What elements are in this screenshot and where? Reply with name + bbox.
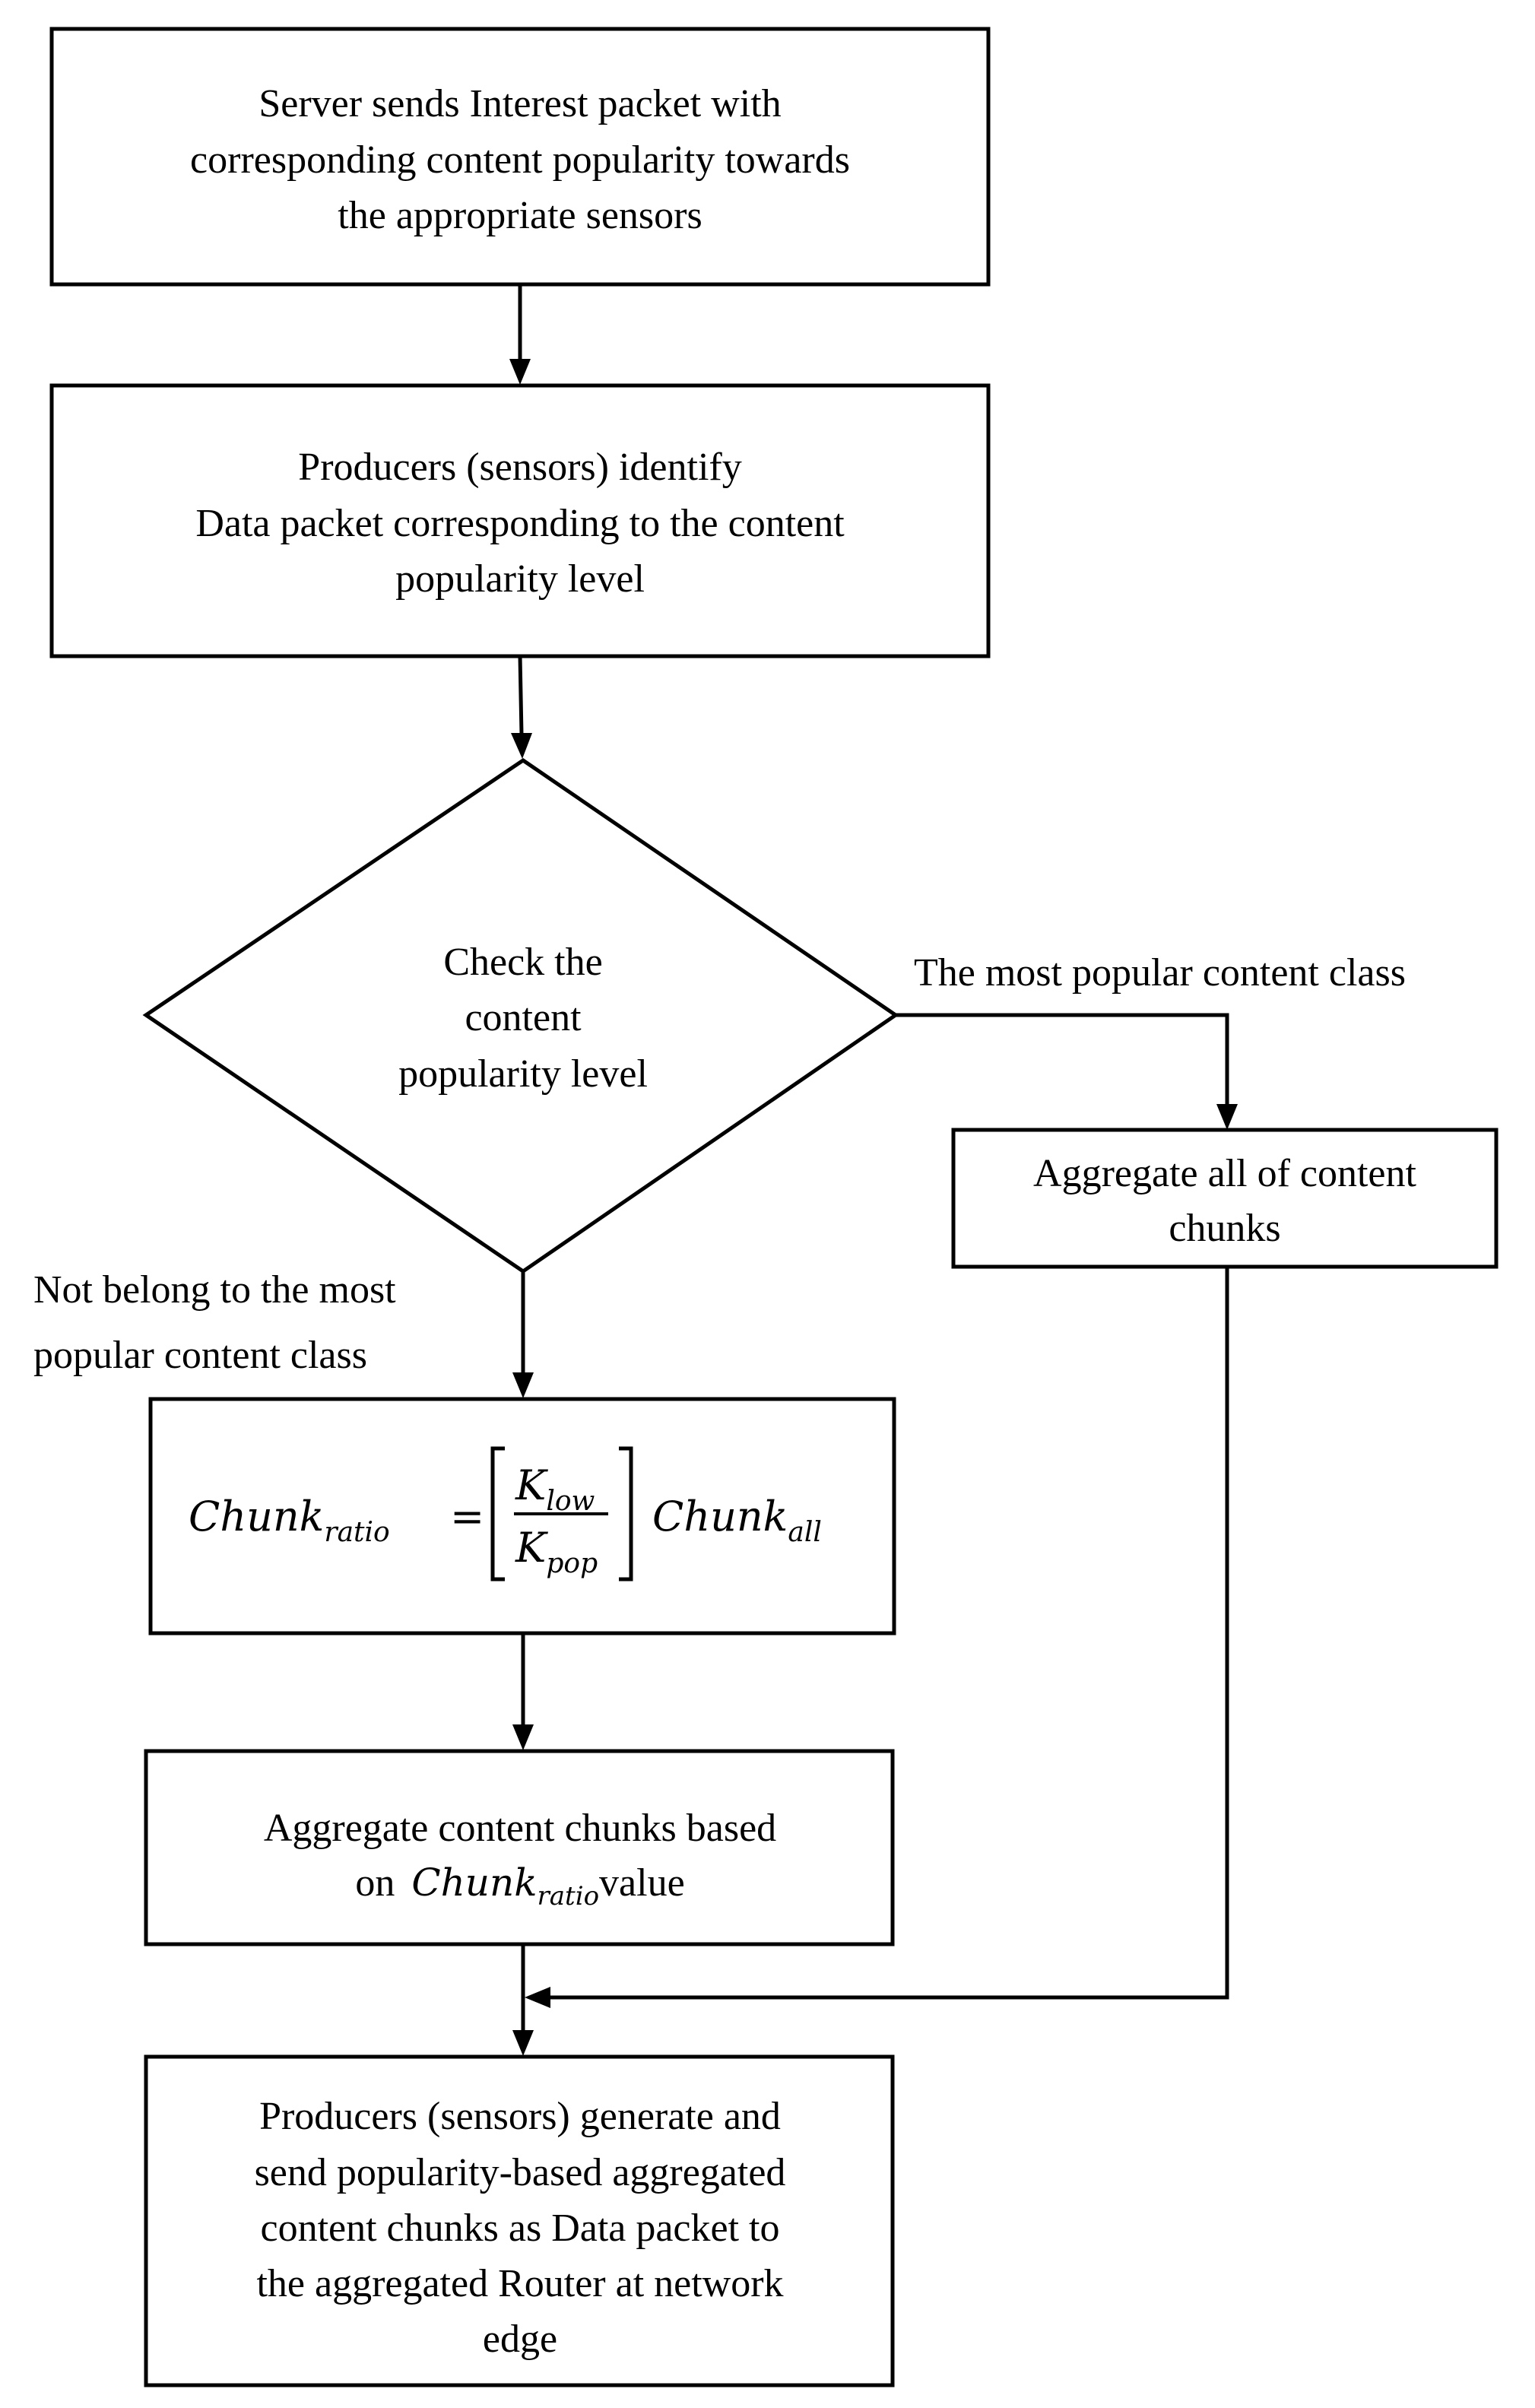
formula-lhs: Chunkratio bbox=[189, 1493, 390, 1548]
edge-formula-to-aggregate-ratio bbox=[512, 1633, 534, 1750]
node-aggregate-ratio-line-2: on Chunkratiovalue bbox=[355, 1861, 684, 1911]
formula-denominator-sub: pop bbox=[546, 1548, 598, 1579]
node-aggregate-all-line-1: Aggregate all of content bbox=[1033, 1152, 1416, 1195]
node-check-popularity: Check the content popularity level bbox=[142, 757, 899, 1274]
node-send-interest-line-3: the appropriate sensors bbox=[338, 194, 702, 237]
edge-check-to-formula: Not belong to the most popular content c… bbox=[33, 1268, 534, 1398]
formula-denominator-base: K bbox=[515, 1524, 548, 1572]
formula-rhs-base: Chunk bbox=[652, 1493, 788, 1540]
node-send-interest: Server sends Interest packet with corres… bbox=[49, 27, 991, 287]
edge-aggregate-all-to-merge bbox=[525, 1267, 1229, 2008]
formula-denominator: Kpop bbox=[515, 1524, 598, 1579]
node-generate-send-line-2: send popularity-based aggregated bbox=[255, 2151, 786, 2194]
node-aggregate-ratio: Aggregate content chunks based on Chunkra… bbox=[144, 1749, 895, 1946]
edge-label-not-most-popular-line-1: Not belong to the most bbox=[33, 1268, 396, 1312]
node-generate-send-line-5: edge bbox=[483, 2318, 557, 2361]
formula-rhs: Chunkall bbox=[652, 1493, 822, 1548]
aggregate-ratio-math-base: Chunk bbox=[411, 1861, 537, 1905]
edge-label-not-most-popular-line-2: popular content class bbox=[33, 1334, 367, 1377]
edge-check-to-aggregate-all: The most popular content class bbox=[896, 951, 1406, 1130]
edge-send-to-identify bbox=[509, 284, 531, 385]
aggregate-ratio-math-sub: ratio bbox=[538, 1881, 600, 1911]
formula-left-bracket bbox=[490, 1446, 505, 1582]
node-identify-data-line-2: Data packet corresponding to the content bbox=[195, 502, 845, 545]
formula-numerator-sub: low bbox=[546, 1486, 595, 1517]
node-identify-data-line-3: popularity level bbox=[395, 557, 645, 601]
aggregate-ratio-prefix: on bbox=[355, 1861, 395, 1905]
node-aggregate-all-line-2: chunks bbox=[1169, 1207, 1280, 1250]
node-identify-data-line-1: Producers (sensors) identify bbox=[298, 446, 741, 489]
node-aggregate-all: Aggregate all of content chunks bbox=[951, 1128, 1499, 1269]
formula-equals: = bbox=[450, 1493, 484, 1540]
node-identify-data: Producers (sensors) identify Data packet… bbox=[49, 383, 991, 658]
formula-numerator: Klow bbox=[515, 1461, 595, 1517]
edge-aggregate-ratio-to-generate bbox=[512, 1944, 534, 2056]
node-generate-send: Producers (sensors) generate and send po… bbox=[144, 2054, 895, 2387]
node-chunk-formula: Chunkratio = Klow Kpop Chunkall bbox=[148, 1397, 896, 1635]
node-check-popularity-line-1: Check the bbox=[443, 941, 602, 984]
node-aggregate-ratio-line-1: Aggregate content chunks based bbox=[264, 1807, 776, 1850]
node-generate-send-line-3: content chunks as Data packet to bbox=[261, 2207, 780, 2250]
formula-rhs-sub: all bbox=[788, 1517, 822, 1548]
node-generate-send-line-1: Producers (sensors) generate and bbox=[259, 2095, 781, 2138]
edge-identify-to-check bbox=[511, 655, 532, 759]
node-send-interest-line-1: Server sends Interest packet with bbox=[258, 82, 781, 125]
node-generate-send-line-4: the aggregated Router at network bbox=[256, 2262, 783, 2305]
formula-numerator-base: K bbox=[515, 1461, 548, 1509]
node-send-interest-line-2: corresponding content popularity towards bbox=[190, 138, 850, 182]
aggregate-ratio-suffix: value bbox=[599, 1861, 685, 1905]
node-check-popularity-line-3: popularity level bbox=[398, 1052, 648, 1096]
formula-right-bracket bbox=[619, 1446, 633, 1582]
edge-label-most-popular: The most popular content class bbox=[914, 951, 1406, 995]
node-check-popularity-line-2: content bbox=[465, 996, 582, 1039]
formula-lhs-base: Chunk bbox=[189, 1493, 324, 1540]
formula-lhs-sub: ratio bbox=[324, 1517, 389, 1548]
